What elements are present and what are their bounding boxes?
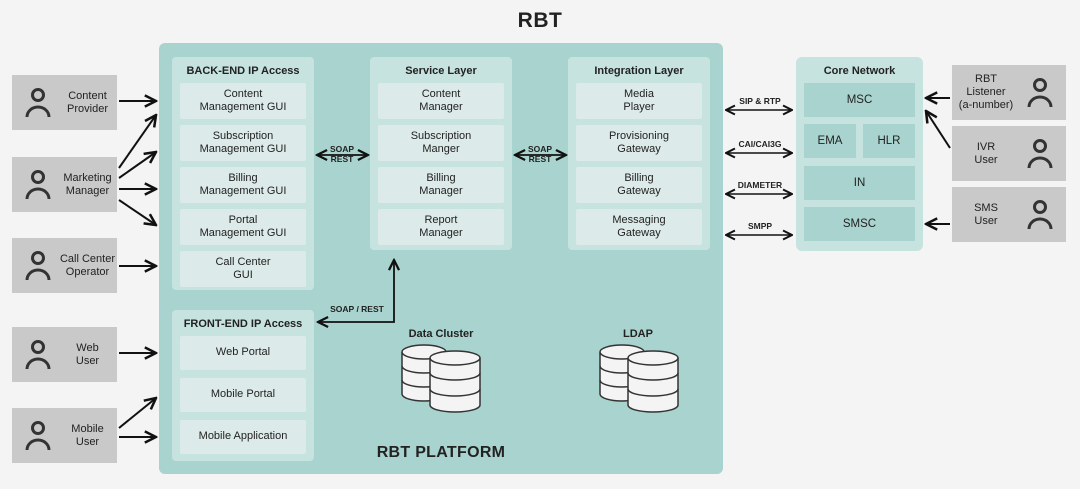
person-icon (25, 420, 51, 450)
ema-box: EMA (804, 124, 856, 158)
protocol-label: DIAMETER (737, 180, 783, 190)
integration-item: Billing Gateway (576, 167, 702, 203)
actor-label: Marketing Manager (63, 171, 112, 197)
person-icon (25, 339, 51, 369)
person-icon (1027, 138, 1053, 168)
backend-item: Subscription Management GUI (180, 125, 306, 161)
backend-item: Billing Management GUI (180, 167, 306, 203)
diagram-title: RBT (517, 9, 563, 32)
actor-label: RBT Listener (a-number) (958, 73, 1014, 111)
service-layer-title: Service Layer (405, 65, 477, 77)
arrow-icon (118, 398, 156, 429)
actor-sms-user: SMS User (952, 187, 1066, 242)
person-icon (25, 250, 51, 280)
protocol-label: SOAP REST (329, 144, 355, 164)
protocol-label: SIP & RTP (739, 96, 781, 106)
arrow-icon (118, 152, 156, 179)
actor-ivr-user: IVR User (952, 126, 1066, 181)
actor-web-user: Web User (12, 327, 117, 382)
msc-box: MSC (804, 83, 915, 117)
protocol-label: SOAP / REST (330, 304, 384, 314)
hlr-box: HLR (863, 124, 915, 158)
person-icon (25, 87, 51, 117)
actor-label: IVR User (974, 140, 998, 166)
frontend-item: Mobile Application (180, 420, 306, 454)
service-item: Report Manager (378, 209, 504, 245)
frontend-panel: FRONT-END IP Access Web Portal Mobile Po… (172, 310, 314, 461)
actor-label: Call Center Operator (59, 252, 116, 278)
frontend-item: Web Portal (180, 336, 306, 370)
backend-panel: BACK-END IP Access Content Management GU… (172, 57, 314, 290)
integration-item: Media Player (576, 83, 702, 119)
integration-item: Messaging Gateway (576, 209, 702, 245)
actor-content-provider: Content Provider (12, 75, 117, 130)
actor-call-center-operator: Call Center Operator (12, 238, 117, 293)
person-icon (1027, 199, 1053, 229)
backend-item: Portal Management GUI (180, 209, 306, 245)
actor-rbt-listener: RBT Listener (a-number) (952, 65, 1066, 120)
data-cluster-label: Data Cluster (408, 328, 474, 340)
backend-title: BACK-END IP Access (186, 65, 300, 77)
arrow-icon (118, 115, 156, 169)
actor-mobile-user: Mobile User (12, 408, 117, 463)
frontend-item: Mobile Portal (180, 378, 306, 412)
actor-label: SMS User (974, 201, 998, 227)
person-icon (1027, 77, 1053, 107)
smsc-box: SMSC (804, 207, 915, 241)
actor-label: Content Provider (67, 89, 108, 115)
protocol-label: SMPP (747, 221, 773, 231)
service-layer-panel: Service Layer Content Manager Subscripti… (370, 57, 512, 250)
service-item: Content Manager (378, 83, 504, 119)
service-item: Subscription Manger (378, 125, 504, 161)
integration-layer-panel: Integration Layer Media Player Provision… (568, 57, 710, 250)
platform-label: RBT PLATFORM (376, 444, 506, 461)
core-network-panel: Core Network MSC EMA HLR IN SMSC (796, 57, 923, 251)
ldap-label: LDAP (623, 328, 653, 340)
core-network-title: Core Network (823, 65, 896, 77)
integration-layer-title: Integration Layer (594, 65, 684, 77)
integration-item: Provisioning Gateway (576, 125, 702, 161)
arrow-icon (118, 199, 156, 225)
in-box: IN (804, 166, 915, 200)
backend-item: Content Management GUI (180, 83, 306, 119)
frontend-title: FRONT-END IP Access (183, 318, 303, 330)
actor-label: Mobile User (71, 422, 104, 448)
arrow-icon (926, 111, 951, 149)
service-item: Billing Manager (378, 167, 504, 203)
protocol-label: SOAP REST (527, 144, 553, 164)
backend-item: Call Center GUI (180, 251, 306, 287)
actor-marketing-manager: Marketing Manager (12, 157, 117, 212)
actor-label: Web User (75, 341, 100, 367)
person-icon (25, 169, 51, 199)
protocol-label: CAI/CAI3G (738, 139, 782, 149)
